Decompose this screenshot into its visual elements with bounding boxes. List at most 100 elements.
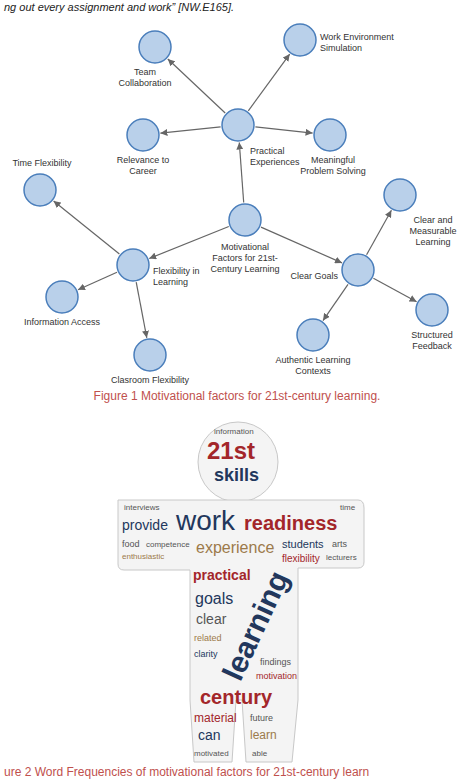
cloud-word: readiness: [244, 512, 337, 534]
cloud-word: students: [282, 538, 324, 550]
circle-shape: [384, 179, 416, 211]
circle-shape: [127, 119, 159, 151]
cloud-word: information: [214, 428, 254, 437]
circle-shape: [284, 24, 316, 56]
cloud-word: experience: [196, 539, 274, 557]
arrow-connector: [78, 272, 117, 290]
cloud-word: enthusiastic: [122, 553, 164, 562]
factor-node: Practical Experiences: [221, 108, 255, 142]
cloud-word: 21st: [207, 438, 255, 464]
arrow-connector: [168, 59, 225, 113]
circle-shape: [342, 254, 374, 286]
node-label: Structured Feedback: [397, 330, 467, 352]
arrow-connector: [239, 143, 243, 203]
cloud-word: provide: [122, 518, 168, 533]
factor-node: Motivational Factors for 21st-Century Le…: [228, 203, 262, 237]
cloud-word: related: [194, 634, 222, 644]
arrow-connector: [136, 282, 147, 338]
circle-shape: [229, 204, 261, 236]
node-circle: [126, 118, 160, 152]
factor-node: Structured Feedback: [415, 293, 449, 327]
cloud-word: can: [198, 728, 221, 743]
cloud-word: lecturers: [326, 554, 357, 563]
node-label: Flexibility in Learning: [153, 266, 213, 288]
arrow-connector: [248, 54, 289, 111]
factor-node: Clear and Measurable Learning: [383, 178, 417, 212]
cloud-word: motivation: [256, 672, 297, 682]
cloud-word: flexibility: [282, 553, 320, 564]
node-circle: [415, 293, 449, 327]
circle-shape: [139, 31, 171, 63]
node-label: Clear and Measurable Learning: [402, 215, 464, 248]
factor-node: Team Collaboration: [138, 30, 172, 64]
cloud-word: motivated: [194, 750, 229, 759]
cloud-word: future: [250, 714, 273, 724]
factor-node: Clear Goals: [341, 253, 375, 287]
factor-node: Information Access: [45, 280, 79, 314]
factor-node: Time Flexibility: [23, 173, 57, 207]
arrow-connector: [255, 127, 312, 133]
cloud-word: century: [200, 686, 272, 708]
circle-shape: [297, 319, 329, 351]
circle-shape: [134, 339, 166, 371]
node-label: Clasroom Flexibility: [100, 375, 200, 386]
factor-node: Authentic Learning Contexts: [296, 318, 330, 352]
cloud-word: skills: [214, 466, 259, 486]
node-circle: [133, 338, 167, 372]
factor-node: Flexibility in Learning: [116, 248, 150, 282]
node-label: Clear Goals: [278, 271, 338, 282]
node-label: Information Access: [12, 317, 112, 328]
circle-shape: [222, 109, 254, 141]
factor-node: Meaningful Problem Solving: [313, 118, 347, 152]
node-label: Motivational Factors for 21st-Century Le…: [208, 242, 282, 275]
arrow-connector: [160, 127, 220, 133]
node-label: Work Environment Simulation: [320, 32, 400, 54]
node-label: Relevance to Career: [111, 155, 175, 177]
cloud-word: learn: [250, 729, 277, 742]
cloud-word: goals: [195, 590, 233, 608]
node-circle: [296, 318, 330, 352]
cloud-word: competence: [146, 541, 190, 550]
quote-fragment: ng out every assignment and work” [NW.E1…: [4, 1, 234, 13]
factor-node: Clasroom Flexibility: [133, 338, 167, 372]
factor-node: Relevance to Career: [126, 118, 160, 152]
node-circle: [283, 23, 317, 57]
cloud-word: interviews: [124, 504, 160, 513]
node-circle: [313, 118, 347, 152]
cloud-word: clarity: [194, 650, 218, 660]
cloud-word: time: [340, 504, 355, 513]
arrow-connector: [373, 278, 416, 301]
node-label: Time Flexibility: [4, 158, 80, 169]
cloud-word: able: [252, 750, 267, 759]
node-label: Team Collaboration: [113, 67, 177, 89]
circle-shape: [46, 281, 78, 313]
figure-caption: Figure 1 Motivational factors for 21st-c…: [94, 390, 381, 403]
cloud-word: material: [194, 712, 237, 725]
cloud-word: findings: [260, 658, 291, 668]
node-circle: [138, 30, 172, 64]
cloud-word: practical: [193, 568, 251, 583]
figure-head: [198, 422, 278, 502]
circle-shape: [24, 174, 56, 206]
node-circle: [116, 248, 150, 282]
cloud-word: clear: [196, 612, 226, 627]
figure-body: [118, 500, 364, 762]
cloud-word: arts: [332, 540, 347, 550]
circle-shape: [314, 119, 346, 151]
node-label: Authentic Learning Contexts: [268, 355, 358, 377]
node-circle: [228, 203, 262, 237]
node-circle: [23, 173, 57, 207]
node-circle: [221, 108, 255, 142]
node-label: Practical Experiences: [250, 146, 310, 168]
node-circle: [341, 253, 375, 287]
circle-shape: [416, 294, 448, 326]
cloud-word: work: [176, 506, 235, 537]
node-circle: [383, 178, 417, 212]
factor-node: Work Environment Simulation: [283, 23, 317, 57]
node-circle: [45, 280, 79, 314]
node-label: Meaningful Problem Solving: [295, 155, 371, 177]
figure-caption: ure 2 Word Frequencies of motivational f…: [2, 766, 371, 779]
arrow-connector: [367, 210, 392, 254]
arrow-connector: [323, 284, 348, 320]
